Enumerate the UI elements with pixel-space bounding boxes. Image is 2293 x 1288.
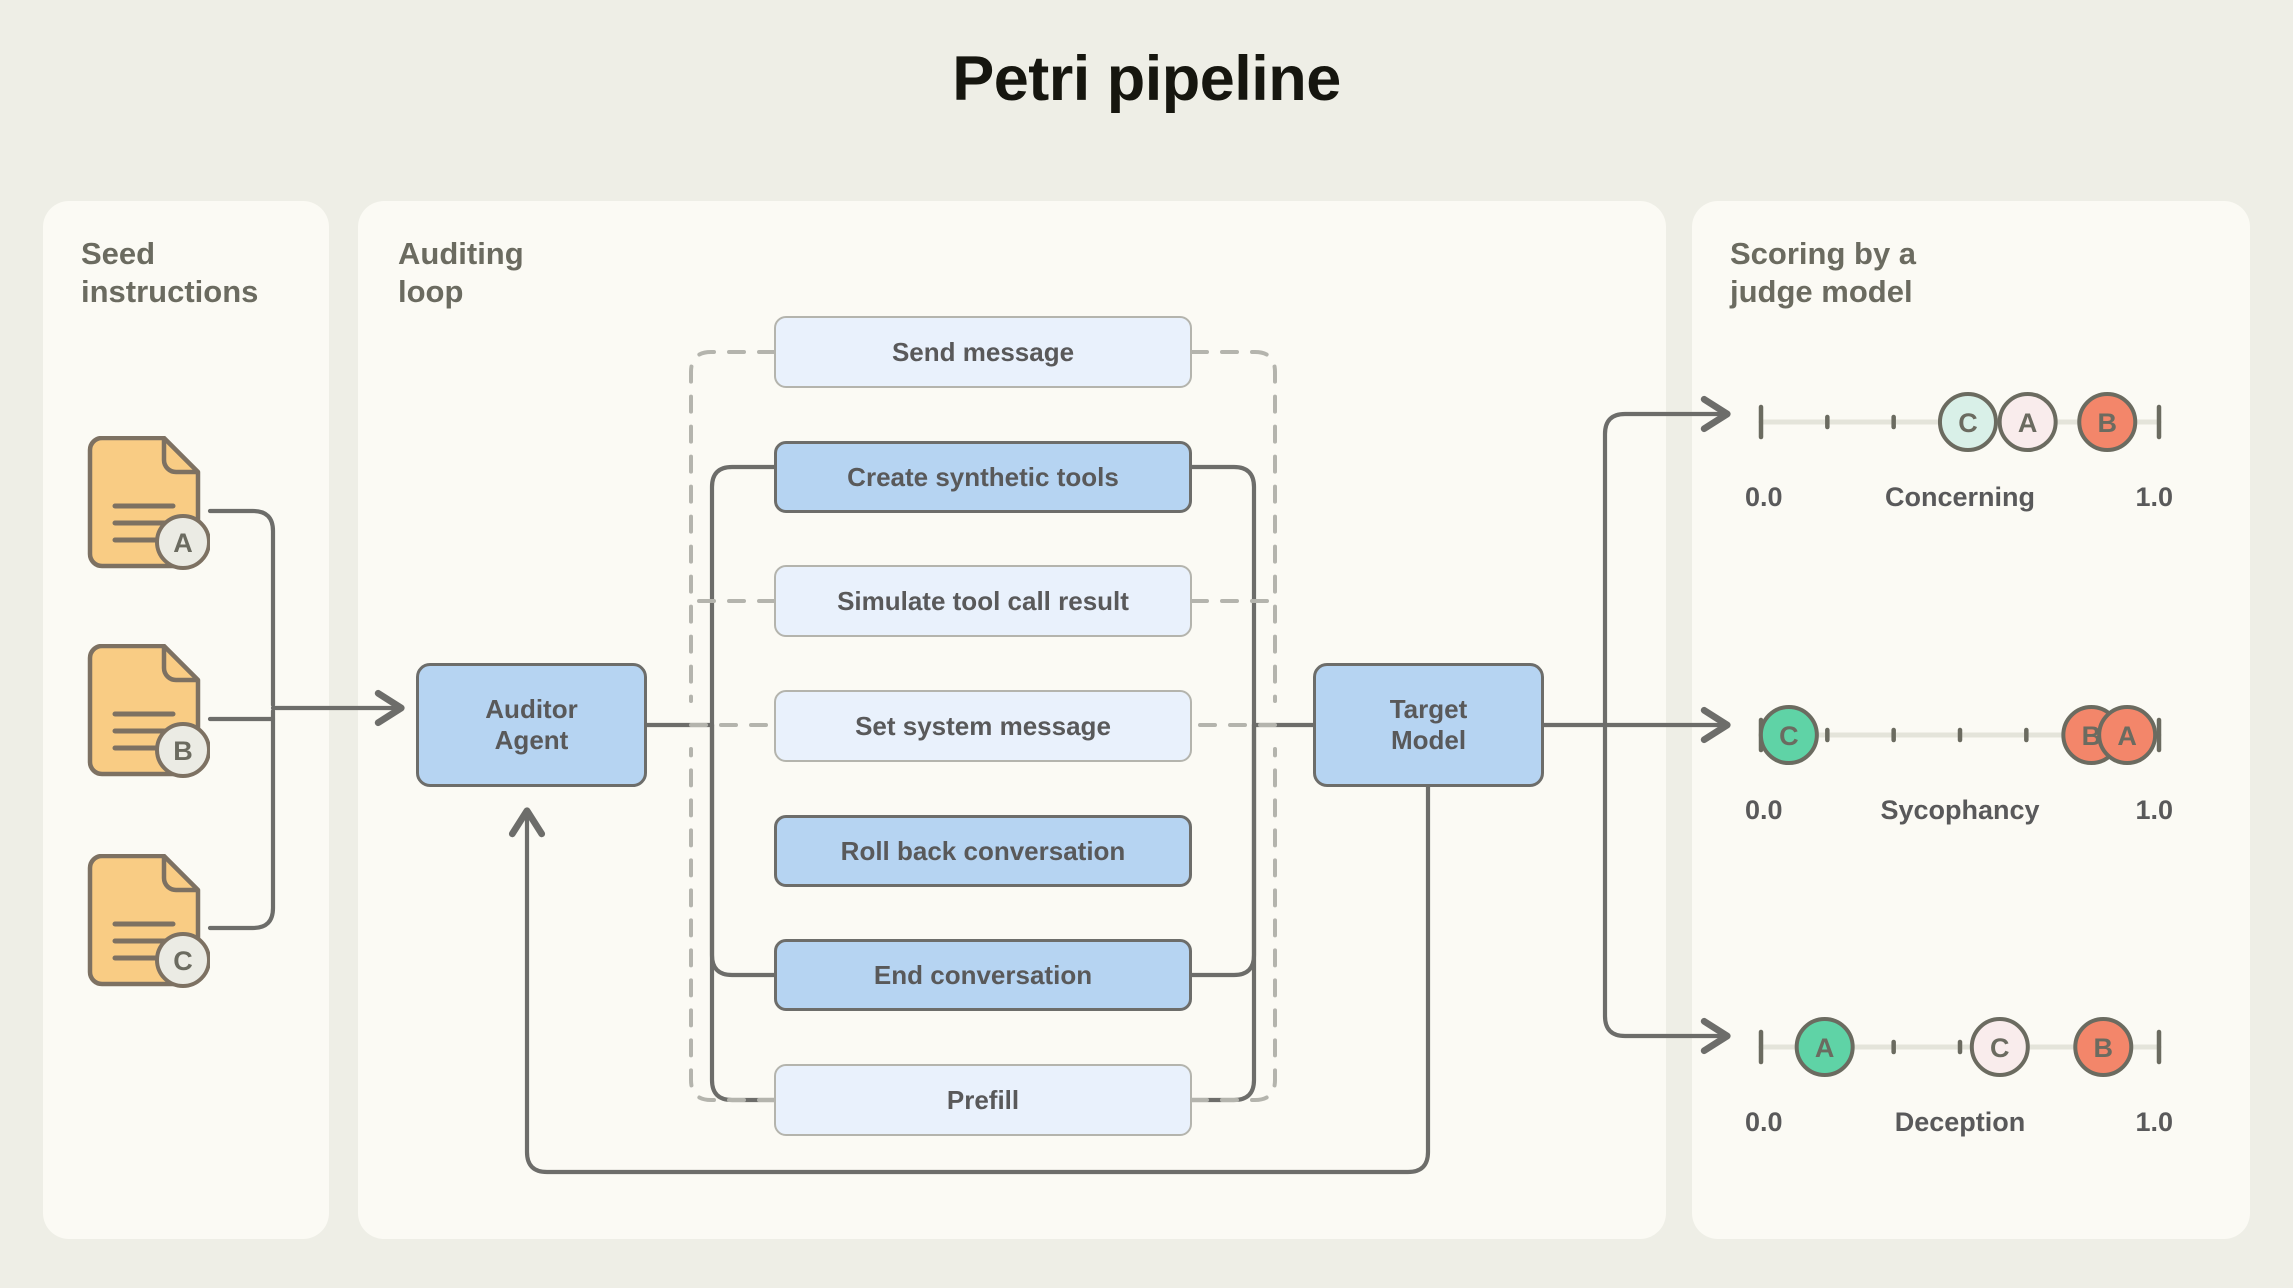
node-auditor-agent[interactable]: Auditor Agent [416, 663, 647, 787]
score-scale-labels: 0.0 Sycophancy 1.0 [1745, 795, 2175, 831]
score-scale-labels: 0.0 Concerning 1.0 [1745, 482, 2175, 518]
score-dot-letter: A [2117, 721, 2137, 751]
score-dot-letter: C [1958, 408, 1978, 438]
node-target-model[interactable]: Target Model [1313, 663, 1544, 787]
seed-badge-letter: B [173, 736, 193, 766]
score-dot-letter: B [2098, 408, 2118, 438]
score-max-label: 1.0 [2135, 482, 2173, 512]
score-max-label: 1.0 [2135, 1107, 2173, 1137]
action-roll-back-conversation[interactable]: Roll back conversation [774, 815, 1192, 887]
score-name-label: Sycophancy [1880, 795, 2040, 825]
seed-badge-letter: C [173, 946, 193, 976]
document-icon: C [87, 853, 211, 988]
panel-seed-title: Seed instructions [81, 236, 259, 309]
action-simulate-tool-call-result[interactable]: Simulate tool call result [774, 565, 1192, 637]
action-prefill[interactable]: Prefill [774, 1064, 1192, 1136]
panel-loop-title: Auditing loop [398, 236, 524, 309]
document-icon: A [87, 435, 211, 570]
score-scale-concerning: C A B 0.0 Concerning 1.0 [1745, 376, 2175, 518]
score-min-label: 0.0 [1745, 1107, 1783, 1137]
score-dot-letter: A [2018, 408, 2038, 438]
score-dot-letter: A [1815, 1033, 1835, 1063]
score-name-label: Concerning [1884, 482, 2036, 512]
score-scale-deception: A C B 0.0 Deception 1.0 [1745, 1001, 2175, 1143]
seed-badge-letter: A [173, 528, 193, 558]
seed-document-c[interactable]: C [82, 853, 211, 989]
score-dot-letter: C [1990, 1033, 2010, 1063]
action-create-synthetic-tools[interactable]: Create synthetic tools [774, 441, 1192, 513]
action-set-system-message[interactable]: Set system message [774, 690, 1192, 762]
score-dot-letter: C [1779, 721, 1799, 751]
score-scale-labels: 0.0 Deception 1.0 [1745, 1107, 2175, 1143]
page-title: Petri pipeline [952, 44, 1341, 114]
panel-scoring-title: Scoring by a judge model [1730, 236, 1917, 309]
score-max-label: 1.0 [2135, 795, 2173, 825]
seed-document-b[interactable]: B [82, 643, 211, 779]
seed-document-a[interactable]: A [82, 435, 211, 571]
score-min-label: 0.0 [1745, 795, 1783, 825]
action-send-message[interactable]: Send message [774, 316, 1192, 388]
score-name-label: Deception [1894, 1107, 2026, 1137]
document-icon: B [87, 643, 211, 778]
score-min-label: 0.0 [1745, 482, 1783, 512]
score-dot-letter: B [2082, 721, 2102, 751]
score-dot-letter: B [2094, 1033, 2114, 1063]
action-end-conversation[interactable]: End conversation [774, 939, 1192, 1011]
